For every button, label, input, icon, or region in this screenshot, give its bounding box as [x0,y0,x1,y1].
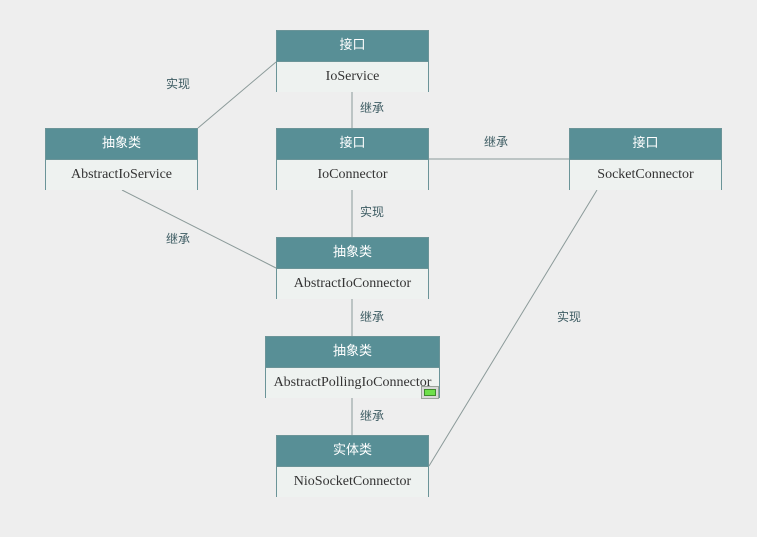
class-node-name: NioSocketConnector [277,467,428,497]
edge-label-abstractioconnector-extends-abstractioservice: 继承 [166,232,191,246]
green-status-badge-icon[interactable] [421,386,439,399]
class-node-name: IoService [277,62,428,92]
edge-abstractioconnector-extends-abstractioservice [121,189,277,269]
class-node-name: AbstractIoService [46,160,197,190]
class-node-name: SocketConnector [570,160,721,190]
class-node-name: IoConnector [277,160,428,190]
class-node-stereotype: 抽象类 [46,129,197,160]
class-node-stereotype: 接口 [277,129,428,160]
class-node-stereotype: 抽象类 [277,238,428,269]
class-node-stereotype: 实体类 [277,436,428,467]
edge-label-niosocketconnector-implements-socketconnector: 实现 [557,310,582,324]
edge-label-abstractioservice-implements-ioservice: 实现 [166,77,191,91]
edge-label-abstractioconnector-implements-ioconnector: 实现 [360,205,385,219]
edge-niosocketconnector-implements-socketconnector [428,189,598,467]
edge-label-ioconnector-extends-ioservice: 继承 [360,101,385,115]
class-node-stereotype: 接口 [570,129,721,160]
class-node-stereotype: 抽象类 [266,337,439,368]
edge-abstractioservice-implements-ioservice [197,61,277,129]
class-node-stereotype: 接口 [277,31,428,62]
edge-label-socketconnector-extends-ioconnector: 继承 [484,135,509,149]
class-node-name: AbstractIoConnector [277,269,428,299]
class-node-name: AbstractPollingIoConnector [266,368,439,398]
green-status-badge-fill [424,389,436,396]
edge-label-niosocketconnector-extends-abstractpollingioconnector: 继承 [360,409,385,423]
edge-label-abstractpollingioconnector-extends-abstractioconnector: 继承 [360,310,385,324]
